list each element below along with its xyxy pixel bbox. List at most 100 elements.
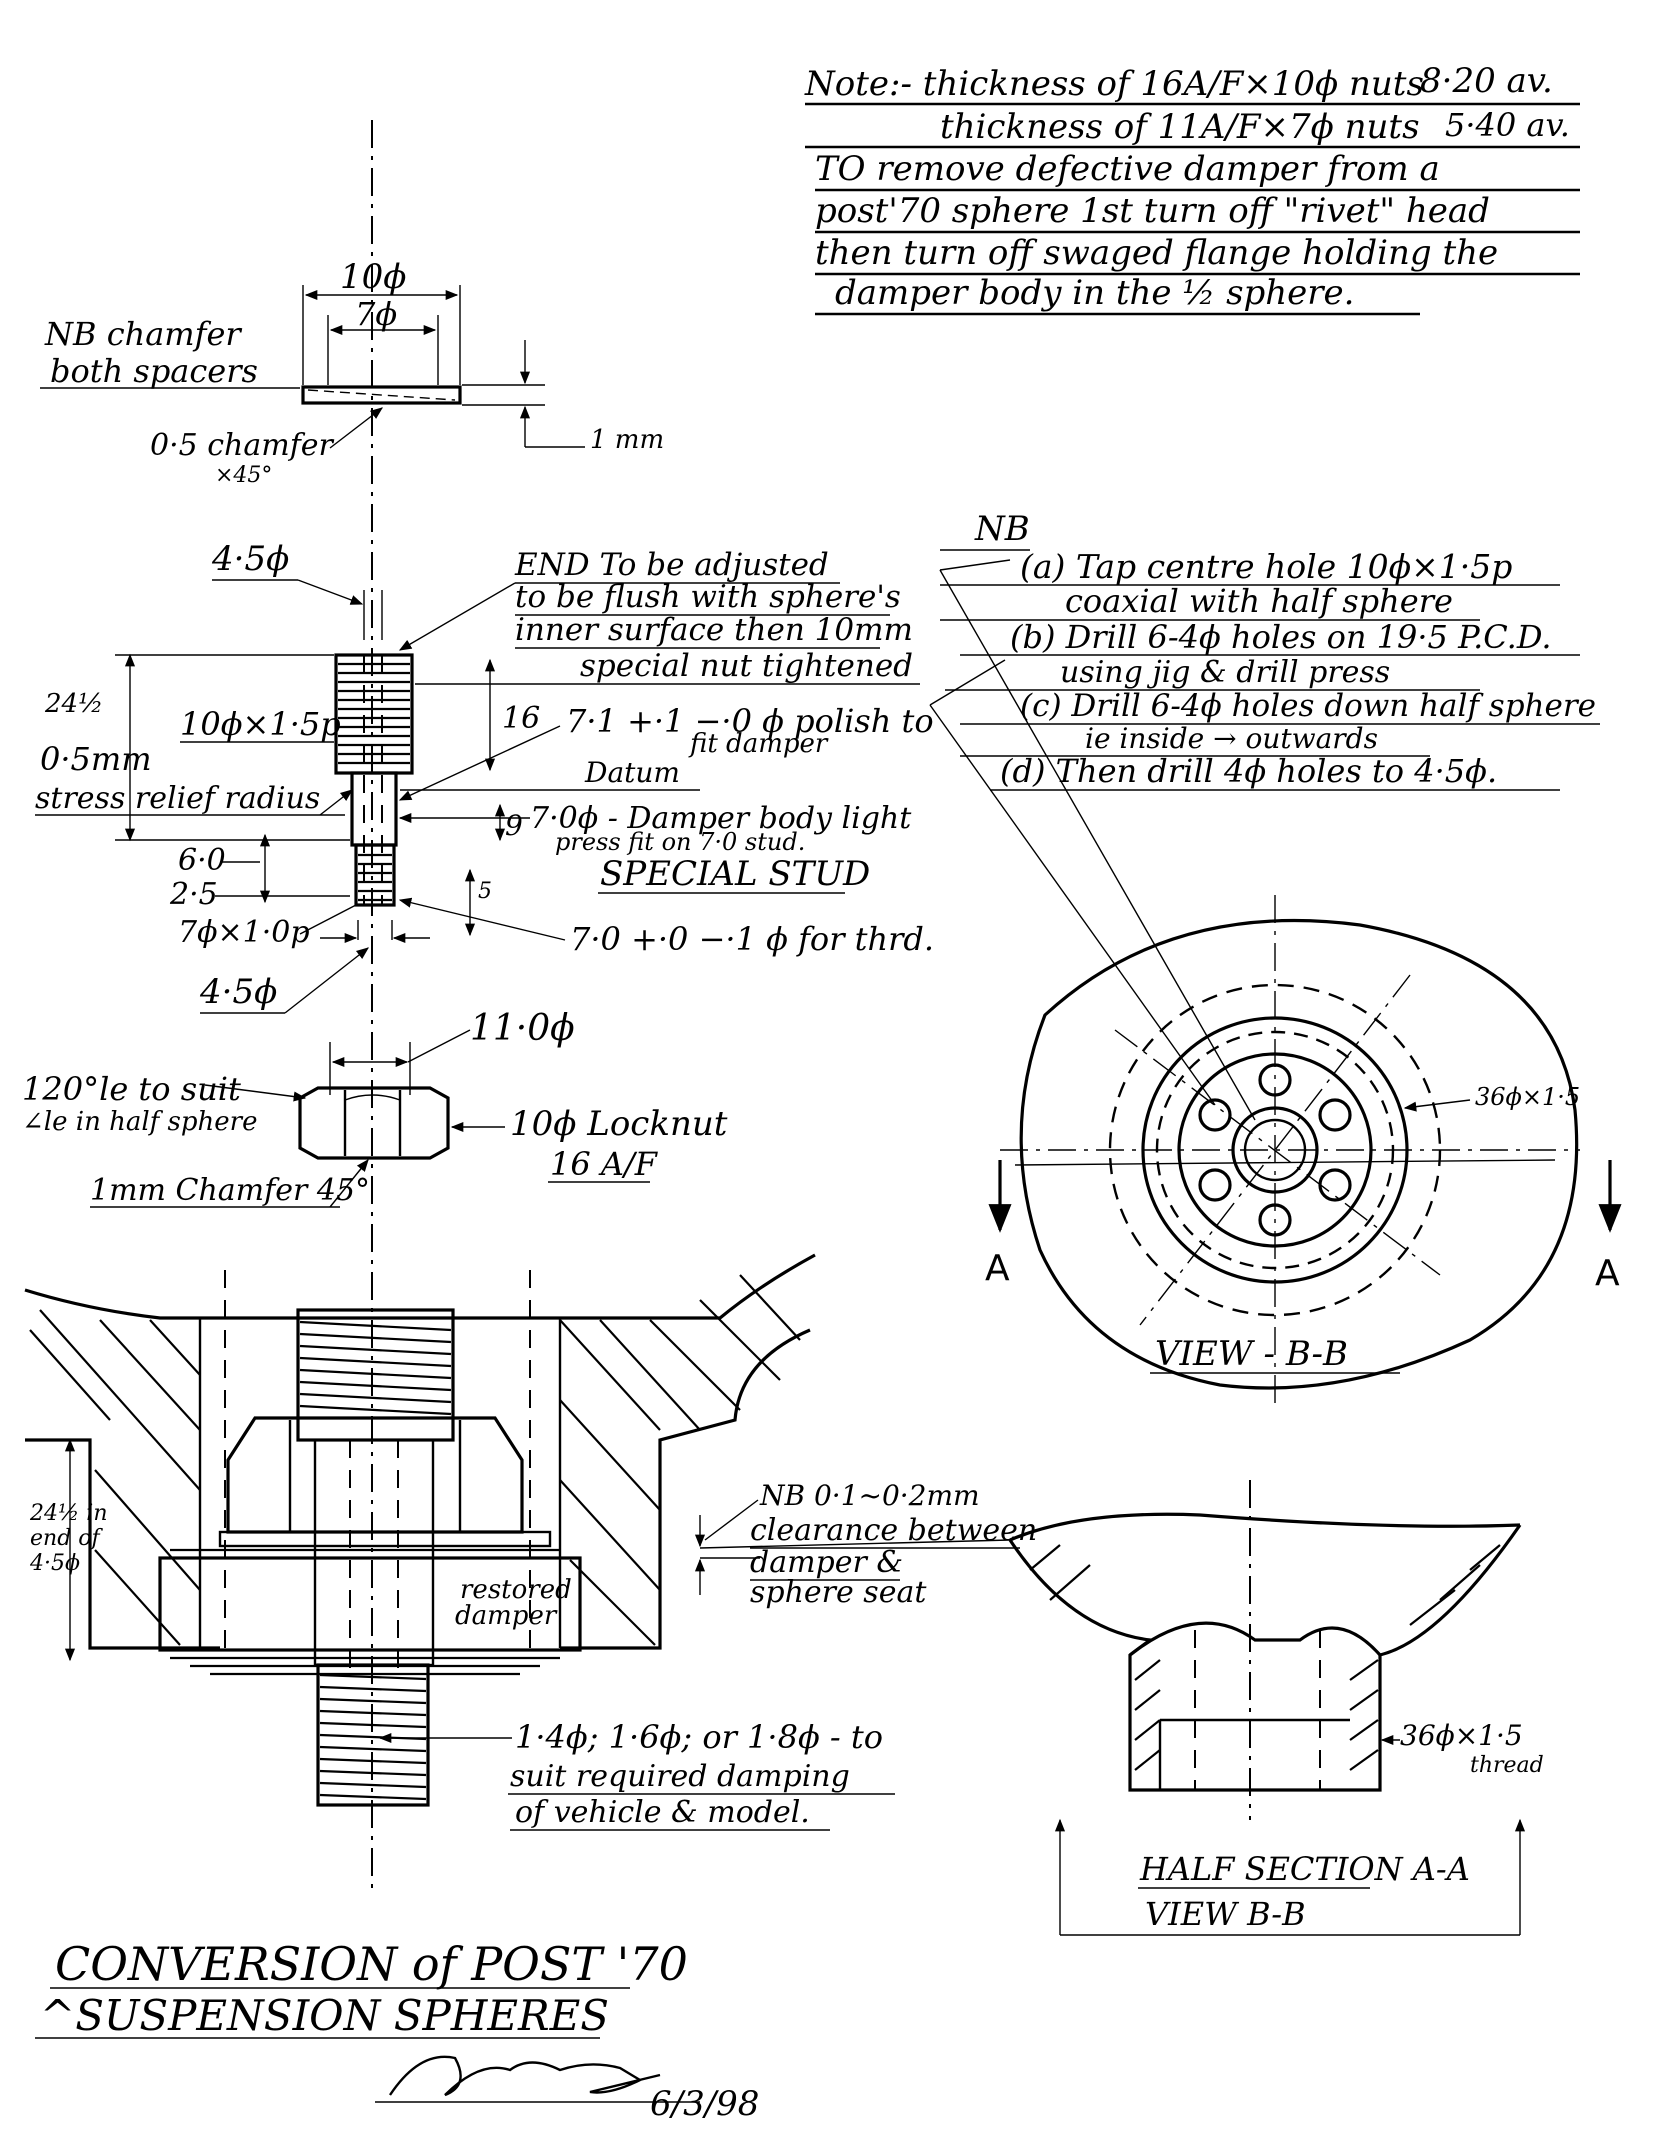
stud-datum: Datum <box>584 756 680 789</box>
section-caption-2: VIEW B-B <box>1145 1895 1306 1933</box>
nb-heading: NB <box>974 509 1030 549</box>
nb-a2: coaxial with half sphere <box>1065 582 1453 620</box>
view-bb-thread-leader <box>1403 1099 1471 1112</box>
section-line <box>1014 1159 1556 1166</box>
title-line-1: CONVERSION of POST '70 <box>55 1937 688 1991</box>
view-bb-hole-2 <box>1318 1098 1352 1132</box>
note-line-3: TO remove defective damper from a <box>815 149 1440 189</box>
clearance-2: clearance between <box>750 1513 1037 1548</box>
section-caption-1: HALF SECTION A-A <box>1139 1850 1470 1888</box>
view-bb-a-left: A <box>985 1248 1010 1289</box>
section-thread: 36ϕ×1·5 <box>1400 1719 1523 1752</box>
section-hatch <box>1029 1544 1501 1771</box>
note-line-5: then turn off swaged flange holding the <box>815 233 1498 273</box>
restored-2: damper <box>455 1601 558 1631</box>
section-seat <box>1129 1621 1382 1657</box>
spacer-body <box>301 385 462 405</box>
view-bb-hole-5 <box>1198 1168 1232 1202</box>
locknut-angle-2: ∠le in half sphere <box>22 1107 257 1137</box>
stud-thread-7: 7ϕ×1·0p <box>178 915 310 950</box>
sphere-right-wall <box>560 1328 811 1650</box>
stud-end-2: to be flush with sphere's <box>515 579 901 615</box>
assembly-locknut <box>226 1416 524 1534</box>
stud-tol-71-leader <box>398 725 561 801</box>
stud-dia-top-leader <box>297 579 364 605</box>
stud-dia-top: 4·5ϕ <box>211 539 289 579</box>
view-bb-hole-6 <box>1198 1098 1232 1132</box>
restored-1: restored <box>460 1575 572 1605</box>
note-line-2: thickness of 11A/F×7ϕ nuts <box>940 107 1420 147</box>
note-line-1: Note:- thickness of 16A/F×10ϕ nuts <box>804 64 1424 104</box>
assembly-section: restored damper 24½ in end of 4·5ϕ NB 0·… <box>24 1253 1037 1831</box>
view-bb-outline <box>1019 918 1579 1390</box>
nb-a-pointer <box>939 569 1256 1121</box>
assembly-bottom-hatch <box>319 1673 427 1801</box>
view-bb-caption: VIEW - B-B <box>1155 1334 1348 1374</box>
spacer-detail: 10ϕ 7ϕ NB chamfer both spacers 0·5 chamf… <box>40 257 664 488</box>
stud-stress-1: 0·5mm <box>40 740 152 778</box>
spacer-chamfer-1: 0·5 chamfer <box>150 428 335 463</box>
spacer-outer-dia: 10ϕ <box>340 257 406 297</box>
clearance-ext-1 <box>699 1539 1011 1549</box>
stud-dia-bottom: 4·5ϕ <box>199 972 277 1012</box>
section-top-edge <box>1009 1512 1521 1542</box>
note-block: Note:- thickness of 16A/F×10ϕ nuts 8·20 … <box>804 61 1580 316</box>
stud-dia-bottom-leader <box>284 947 369 1014</box>
stud-tol-70-leader <box>398 897 566 941</box>
note-line-4: post'70 sphere 1st turn off "rivet" head <box>815 191 1490 231</box>
stud-tol-71b: fit damper <box>688 729 829 759</box>
title-block: CONVERSION of POST '70 ^SUSPENSION SPHER… <box>35 1937 759 2124</box>
half-section: 36ϕ×1·5 thread HALF SECTION A-A VIEW B-B <box>1008 1480 1544 1936</box>
spacer-nb-1: NB chamfer <box>44 315 242 353</box>
locknut-detail: 11·0ϕ 120°le to suit ∠le in half sphere … <box>22 1008 728 1208</box>
locknut-angle-1: 120°le to suit <box>22 1070 241 1108</box>
stud-damper-fit-1: 7·0ϕ - Damper body light <box>530 801 912 836</box>
assembly-spacer <box>218 1530 552 1548</box>
stud-damper-fit-2: press fit on 7·0 stud. <box>555 828 805 856</box>
stud-shank <box>350 771 398 847</box>
sphere-wall-hatch <box>29 1274 801 1646</box>
clearance-4: sphere seat <box>750 1575 927 1610</box>
assembly-dim-2: end of <box>30 1526 104 1551</box>
note-line-6: damper body in the ½ sphere. <box>835 273 1354 313</box>
nb-b-pointer <box>929 704 1216 1106</box>
orifice-2: suit required damping <box>510 1759 850 1794</box>
section-body <box>1008 1524 1522 1792</box>
section-thread-2: thread <box>1470 1753 1544 1778</box>
nb-d: (d) Then drill 4ϕ holes to 4·5ϕ. <box>1000 752 1497 790</box>
clearance-1: NB 0·1~0·2mm <box>759 1479 980 1512</box>
view-bb-diag-1 <box>1139 974 1411 1326</box>
stud-dim-6: 6·0 <box>178 843 226 878</box>
stud-thread-10: 10ϕ×1·5p <box>180 705 341 743</box>
title-date: 6/3/98 <box>650 2084 759 2124</box>
locknut-angle-leader <box>204 1084 307 1102</box>
locknut-label-2: 16 A/F <box>550 1145 659 1183</box>
spacer-thickness: 1 mm <box>590 425 664 455</box>
view-bb-diag-2 <box>1114 1029 1441 1276</box>
stud-dim-16: 16 <box>502 701 540 736</box>
locknut-arc <box>344 1094 401 1101</box>
nb-a-leader <box>939 559 1011 571</box>
locknut-chamfer-leader <box>329 1159 369 1208</box>
stud-tol-71: 7·1 +·1 −·0 ϕ polish to <box>566 702 934 740</box>
assembly-stud-shank <box>313 1438 435 1667</box>
note-value-1: 8·20 av. <box>1420 61 1553 101</box>
locknut-body <box>298 1086 450 1160</box>
locknut-across: 11·0ϕ <box>470 1008 575 1049</box>
dim-11-leader <box>407 1029 471 1063</box>
stud-small-thread <box>354 843 396 907</box>
nb-b: (b) Drill 6-4ϕ holes on 19·5 P.C.D. <box>1010 618 1552 656</box>
stud-special: SPECIAL STUD <box>600 854 870 894</box>
title-line-2: ^SUSPENSION SPHERES <box>40 1991 609 2040</box>
signature <box>389 2055 661 2097</box>
stud-thread-hatch <box>338 662 410 765</box>
clearance-leader <box>704 1499 759 1541</box>
nb-list: NB (a) Tap centre hole 10ϕ×1·5p coaxial … <box>929 509 1600 1121</box>
orifice-1: 1·4ϕ; 1·6ϕ; or 1·8ϕ - to <box>515 1718 883 1756</box>
stud-thread-7-leader <box>299 904 357 935</box>
stud-end-3: inner surface then 10mm <box>515 612 913 648</box>
stud-dim-9: 9 <box>505 809 523 842</box>
nb-c2: ie inside → outwards <box>1085 722 1378 755</box>
assembly-stud-hatch <box>299 1320 452 1416</box>
